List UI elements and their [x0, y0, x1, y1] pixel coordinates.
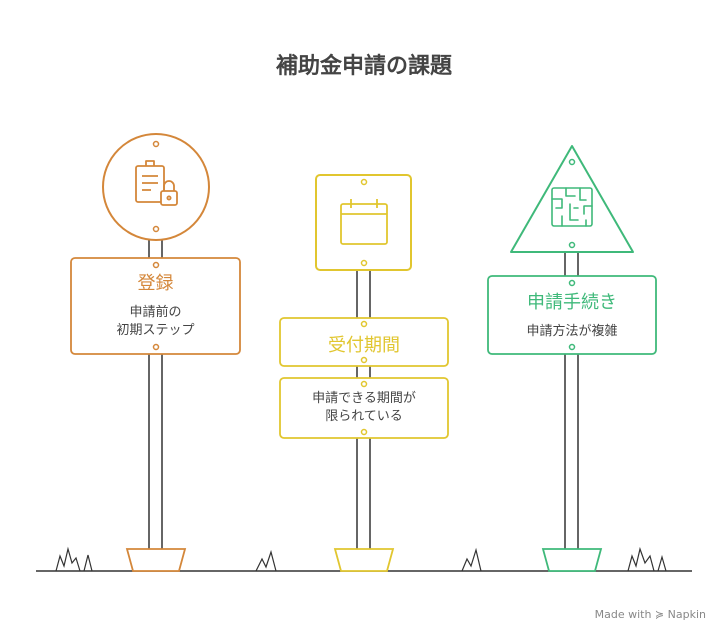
grass-tuft — [55, 546, 93, 572]
sign-application-procedure — [487, 145, 657, 572]
clipboard-lock-icon — [135, 160, 178, 206]
desc-box-2 — [279, 377, 449, 439]
label-box-1 — [70, 257, 241, 355]
label-box-3 — [487, 275, 657, 355]
description-line: 申請方法が複雑 — [526, 324, 618, 339]
sign-reception-period — [279, 174, 449, 572]
sign-description-application-procedure: 申請方法が複雑 — [488, 323, 656, 341]
calendar-icon — [340, 199, 388, 245]
base-2 — [333, 548, 395, 572]
grass-tuft — [255, 549, 277, 572]
description-line: 初期ステップ — [116, 323, 195, 338]
sign-description-registration: 申請前の 初期ステップ — [71, 304, 240, 340]
triangle-sign-3 — [510, 145, 634, 253]
description-line: 申請前の — [129, 305, 182, 320]
napkin-watermark: Made with ≽ Napkin — [594, 608, 706, 621]
description-line: 限られている — [325, 409, 403, 424]
base-1 — [125, 548, 187, 572]
sign-label-application-procedure: 申請手続き — [527, 292, 617, 313]
grass-tuft — [461, 547, 482, 572]
base-3 — [541, 548, 603, 572]
label-box-2 — [279, 317, 449, 367]
sign-label-reception-period: 受付期間 — [328, 335, 400, 356]
sign-registration — [70, 133, 241, 572]
page-title: 補助金申請の課題 — [275, 54, 452, 79]
grass-tuft — [627, 546, 667, 572]
sign-description-reception-period: 申請できる期間が 限られている — [280, 390, 448, 426]
maze-icon — [551, 187, 593, 227]
sign-label-registration: 登録 — [137, 273, 174, 294]
circle-sign-1 — [102, 133, 210, 241]
description-line: 申請できる期間が — [312, 391, 416, 406]
square-sign-2 — [315, 174, 412, 271]
